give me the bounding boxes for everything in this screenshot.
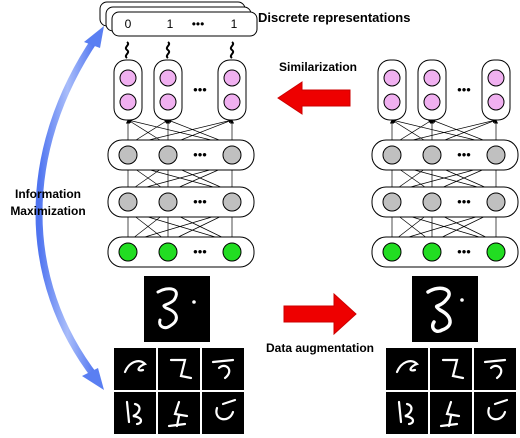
layer-box	[107, 139, 255, 171]
ellipsis: •••	[193, 147, 207, 162]
discrete-representation-stack: 0 1 ••• 1	[99, 1, 258, 37]
hidden-neuron	[486, 192, 506, 212]
ellipsis: •••	[193, 82, 207, 97]
hidden-neuron	[158, 145, 178, 165]
similarization-label: Similarization	[279, 60, 357, 74]
discrete-bit: 0	[125, 17, 132, 31]
left-augmentation-grid	[114, 348, 244, 434]
layer-box	[371, 236, 519, 268]
hidden-neuron	[118, 145, 138, 165]
red-arrow-left-icon	[277, 81, 351, 115]
output-neuron	[487, 69, 505, 87]
hidden-neuron	[382, 192, 402, 212]
augmented-sample	[114, 392, 156, 434]
handwritten-glyph	[487, 398, 509, 421]
handwritten-glyph	[169, 358, 193, 380]
hidden-neuron	[222, 145, 242, 165]
handwritten-glyph	[167, 400, 189, 428]
sampling-squiggles	[124, 41, 235, 59]
blue-double-arrow-icon	[35, 26, 104, 390]
output-unit-box	[113, 59, 143, 121]
ellipsis: •••	[193, 244, 207, 259]
information-label: Information	[15, 187, 81, 201]
left-network: ••• ••• ••• •••	[107, 59, 255, 268]
input-neuron	[222, 242, 242, 262]
connections	[389, 118, 499, 243]
handwritten-glyph	[125, 400, 143, 426]
handwritten-glyph	[395, 360, 420, 374]
output-neuron	[159, 69, 177, 87]
output-unit-box	[153, 59, 183, 121]
augmented-image	[412, 276, 478, 342]
augmented-sample	[202, 348, 244, 390]
ellipsis: •••	[457, 194, 471, 209]
input-neuron	[382, 242, 402, 262]
hidden-neuron	[422, 145, 442, 165]
right-augmentation-grid	[386, 348, 516, 434]
augmented-sample	[474, 348, 516, 390]
hidden-neuron	[118, 192, 138, 212]
augmented-sample	[474, 392, 516, 434]
hidden-neuron	[222, 192, 242, 212]
layer-box	[107, 236, 255, 268]
ellipsis: •••	[193, 194, 207, 209]
output-neuron	[487, 93, 505, 111]
augmented-sample	[430, 392, 472, 434]
hidden-neuron	[422, 192, 442, 212]
hidden-neuron	[382, 145, 402, 165]
output-neuron	[119, 69, 137, 87]
input-neuron	[158, 242, 178, 262]
right-network: ••• ••• ••• •••	[371, 59, 519, 268]
output-neuron	[383, 93, 401, 111]
discrete-representations-label: Discrete representations	[258, 10, 410, 25]
output-neuron	[223, 69, 241, 87]
augmented-sample	[114, 348, 156, 390]
augmented-sample	[386, 392, 428, 434]
handwritten-glyph	[397, 400, 415, 426]
maximization-label: Maximization	[10, 204, 85, 218]
output-neuron	[119, 93, 137, 111]
discrete-bit: 1	[231, 17, 238, 31]
input-neuron	[422, 242, 442, 262]
output-neuron	[159, 93, 177, 111]
ellipsis: •••	[457, 147, 471, 162]
data-augmentation-label: Data augmentation	[266, 341, 374, 355]
ellipsis: •••	[457, 82, 471, 97]
ellipsis: •••	[457, 244, 471, 259]
discrete-bit: 1	[167, 17, 174, 31]
layer-box	[371, 139, 519, 171]
original-image	[144, 276, 210, 342]
red-arrow-right-icon	[283, 292, 357, 336]
augmented-sample	[430, 348, 472, 390]
output-unit-box	[217, 59, 247, 121]
output-neuron	[383, 69, 401, 87]
augmented-sample	[158, 392, 200, 434]
augmented-sample	[202, 392, 244, 434]
layer-box	[107, 186, 255, 218]
handwritten-glyph	[439, 400, 461, 428]
output-neuron	[223, 93, 241, 111]
handwritten-glyph	[483, 358, 507, 380]
input-neuron	[486, 242, 506, 262]
discrete-ellipsis: •••	[192, 17, 205, 31]
handwritten-glyph	[215, 398, 237, 421]
handwritten-glyph	[211, 358, 235, 380]
hidden-neuron	[486, 145, 506, 165]
handwritten-glyph	[123, 360, 148, 374]
layer-box	[371, 186, 519, 218]
hidden-neuron	[158, 192, 178, 212]
input-neuron	[118, 242, 138, 262]
output-unit-box	[481, 59, 511, 121]
handwritten-glyph	[441, 358, 465, 380]
output-neuron	[423, 69, 441, 87]
output-neuron	[423, 93, 441, 111]
output-unit-box	[417, 59, 447, 121]
augmented-sample	[386, 348, 428, 390]
augmented-sample	[158, 348, 200, 390]
output-unit-box	[377, 59, 407, 121]
connections	[125, 118, 235, 243]
